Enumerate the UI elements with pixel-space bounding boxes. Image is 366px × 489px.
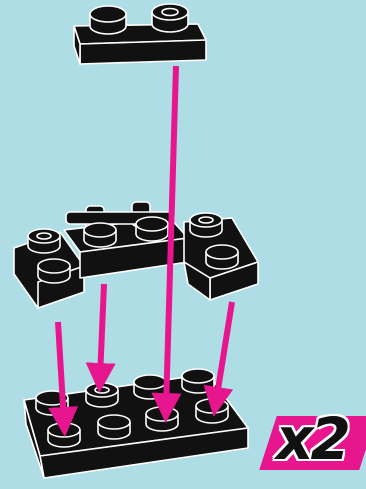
hinge-stud-left [38,259,70,283]
base-stud-back-hollow [86,383,118,407]
hinge-stud-hollow-right [190,213,222,237]
base-plate-2x4 [24,369,248,478]
base-stud-front-1 [48,423,80,447]
hinge-stud-hollow-left [28,229,60,253]
hinge-plate-assembly [14,202,258,308]
top-plate-stud [90,6,126,34]
arrow-right-to-base [216,302,232,402]
hinge-stud-center-a [84,223,116,247]
quantity-tag: x2 [258,398,366,480]
base-stud-front-3 [146,407,178,431]
base-stud-front-4 [196,399,228,423]
arrow-left-to-base-2 [100,284,104,378]
hinge-stud-center-b [136,217,168,241]
top-plate-stud-hollow [152,4,188,32]
hinge-stud-right [206,245,238,269]
top-plate-1x2 [74,4,206,64]
base-stud-front-2 [98,415,130,439]
base-stud-back-3 [134,375,166,399]
base-stud-back-4 [182,369,214,393]
quantity-label: x2 [258,402,366,476]
